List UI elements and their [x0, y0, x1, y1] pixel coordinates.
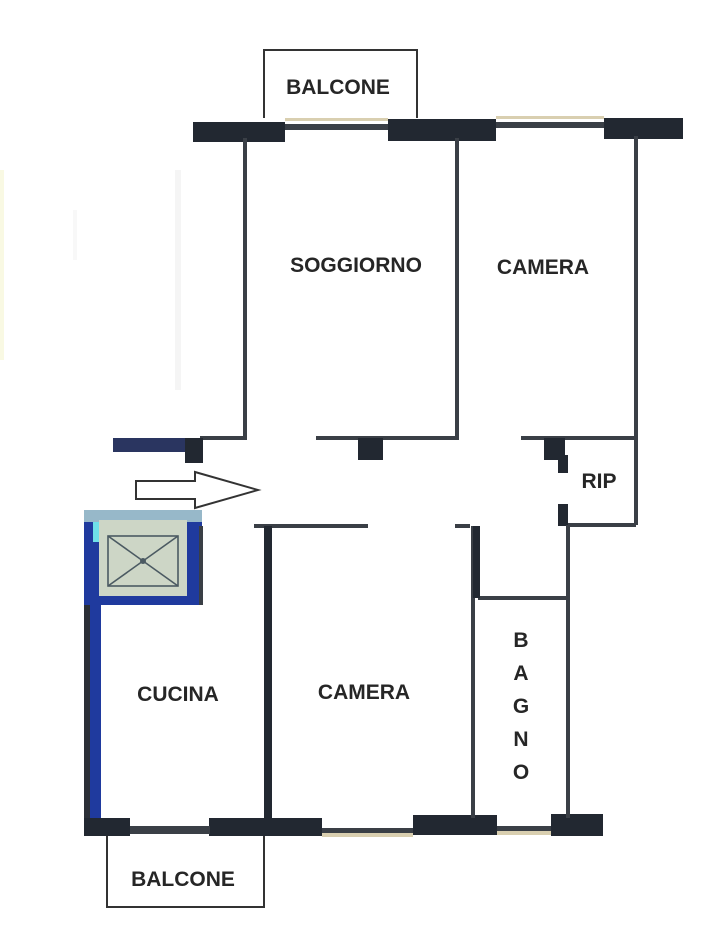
upper-wall-chunks [113, 438, 568, 526]
stairwell-block [84, 510, 202, 605]
bathroom-label-letter: N [513, 728, 528, 751]
storage-label: RIP [581, 470, 616, 493]
upper-walls [200, 136, 638, 527]
top-balcony [263, 49, 418, 118]
living-room-label: SOGGIORNO [290, 254, 422, 277]
bottom-balcony [106, 836, 265, 908]
entrance-arrow-icon [135, 470, 262, 510]
bathroom-label-letter: G [513, 695, 529, 718]
bedroom-top-label: CAMERA [497, 256, 589, 279]
lower-wall-chunks [264, 526, 480, 820]
bathroom-label-letter: A [513, 662, 528, 685]
scan-texture [0, 170, 181, 390]
balcony-bottom-label: BALCONE [131, 868, 235, 891]
bottom-exterior-wall [84, 814, 603, 837]
bathroom-label-letter: O [513, 761, 529, 784]
left-exterior-wall [84, 605, 101, 835]
bedroom-bottom-label: CAMERA [318, 681, 410, 704]
kitchen-label: CUCINA [137, 683, 219, 706]
stairwell-icon [107, 535, 179, 587]
balcony-top-label: BALCONE [286, 76, 390, 99]
top-exterior-wall [193, 116, 683, 142]
bathroom-label-letter: B [513, 629, 528, 652]
